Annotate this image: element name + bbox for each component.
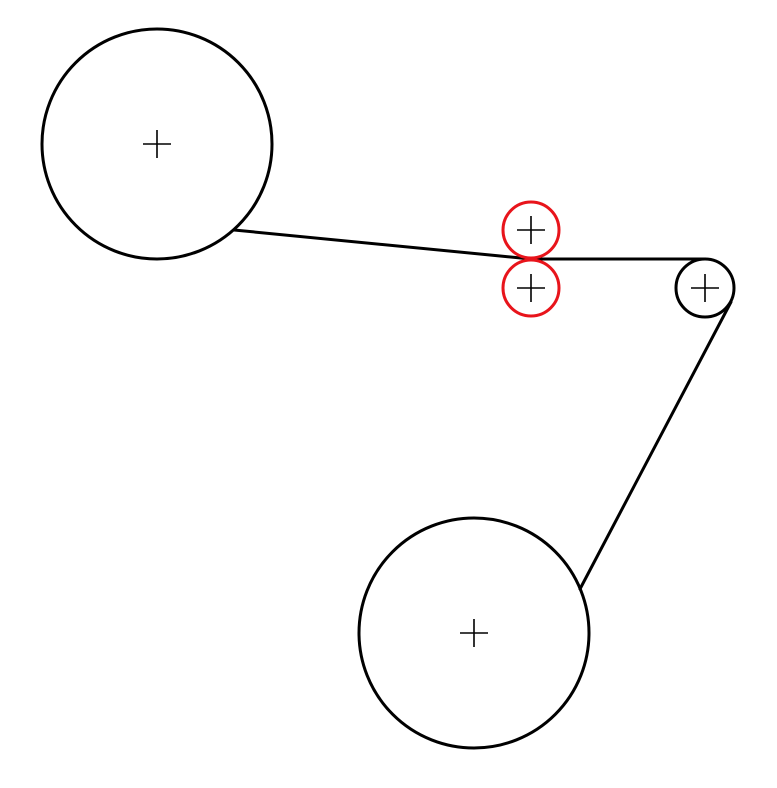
red-pulley-lower xyxy=(501,258,561,318)
center-cross-icon xyxy=(460,619,488,647)
belt-segment-top-left-to-red xyxy=(232,228,533,261)
center-cross-icon xyxy=(143,130,171,158)
belt-segment-small-to-bottom xyxy=(578,300,733,591)
center-cross-icon xyxy=(517,216,545,244)
center-cross-icon xyxy=(691,274,719,302)
large-pulley-bottom xyxy=(357,516,591,750)
small-pulley-right xyxy=(674,257,736,319)
center-cross-icon xyxy=(517,274,545,302)
red-pulley-upper xyxy=(501,200,561,260)
large-pulley-top-left xyxy=(40,27,274,261)
